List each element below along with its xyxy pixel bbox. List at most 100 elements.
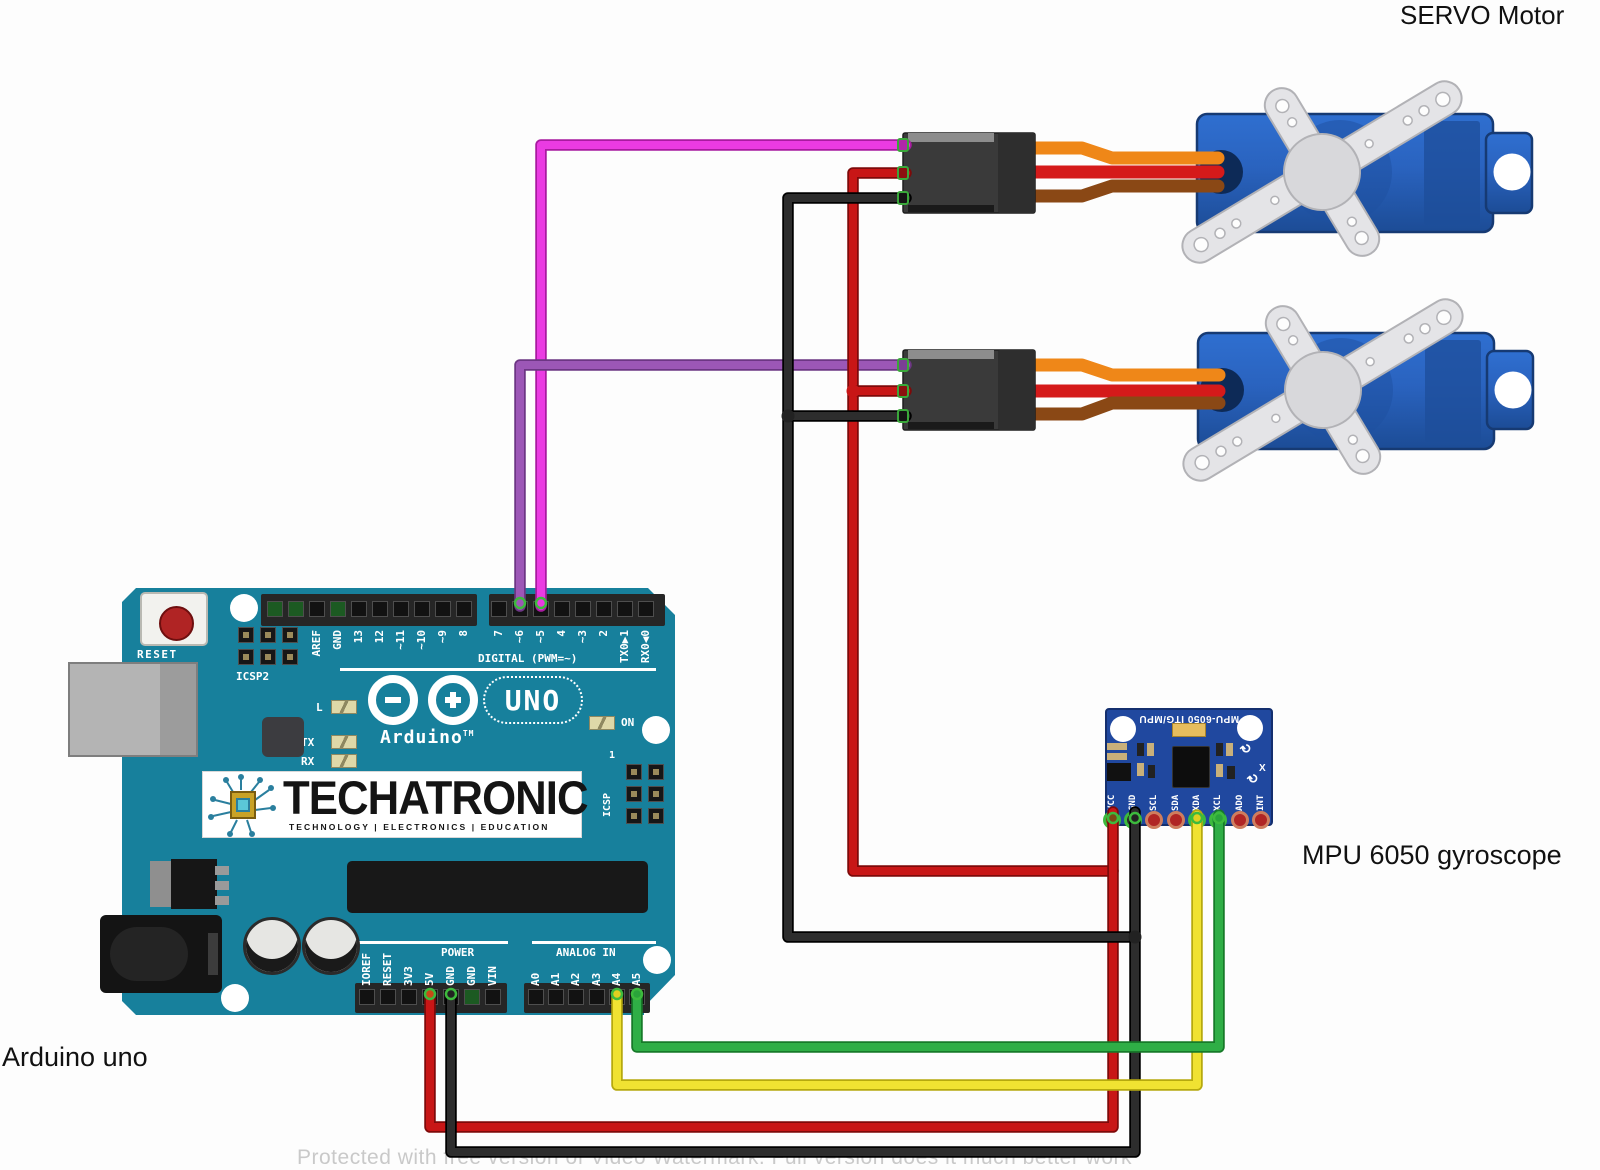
digital-pin — [533, 601, 549, 617]
mpu-pin-label: SDA — [1171, 794, 1181, 811]
analog-caption: ANALOG IN — [556, 946, 616, 959]
servo1-signal-pin5 — [537, 141, 910, 610]
mpu-smd — [1147, 743, 1154, 756]
mpu-pin-hole-ado — [1231, 811, 1249, 829]
digital-pin — [554, 601, 570, 617]
watermark-text: Protected with free version of Video Wat… — [297, 1146, 1132, 1169]
techatronic-subtitle: TECHNOLOGY | ELECTRONICS | EDUCATION — [289, 822, 550, 832]
analog-pin-label: A5 — [630, 972, 643, 986]
digital-pin-label: 2 — [597, 630, 610, 637]
digital-pin — [351, 601, 367, 617]
mounting-hole — [643, 946, 671, 974]
digital-silk-line — [340, 668, 656, 671]
servo2-signal-pin6-outline — [514, 359, 912, 612]
servo-connector-2 — [902, 349, 1036, 431]
mpu-pin-label: XDA — [1192, 794, 1202, 811]
icsp-pin1-label: 1 — [609, 750, 616, 761]
digital-pin — [372, 601, 388, 617]
mpu-pin-hole-int — [1252, 811, 1270, 829]
mounting-hole — [221, 984, 249, 1012]
regulator-tab — [150, 861, 174, 907]
mpu-gyroscope-label: MPU 6050 gyroscope — [1302, 840, 1562, 870]
wire-junction — [1128, 930, 1142, 944]
icsp2-pin — [260, 627, 276, 643]
analog-pin — [528, 989, 544, 1005]
arduino-tm: TM — [462, 729, 475, 738]
led-l — [331, 700, 357, 714]
digital-pin-label: RX0◀0 — [639, 630, 652, 664]
digital-pin-label: 7 — [492, 630, 505, 637]
servo1-ribbon-brown — [1028, 179, 1225, 203]
resonator — [262, 717, 304, 757]
reset-button-cap — [159, 606, 194, 641]
led-l-label: L — [316, 701, 323, 714]
connector-pin-nub — [897, 166, 909, 180]
mpu-pin-label: SCL — [1149, 794, 1159, 811]
digital-pin — [330, 601, 346, 617]
digital-pin-label: 8 — [457, 630, 470, 637]
mpu-smd — [1216, 743, 1223, 756]
digital-pin — [456, 601, 472, 617]
digital-pin-label: TX0▶1 — [618, 630, 631, 664]
mpu-smd — [1227, 766, 1235, 779]
digital-pin — [309, 601, 325, 617]
digital-pin — [596, 601, 612, 617]
digital-pin-label: ~9 — [436, 630, 449, 644]
icsp-pin — [648, 786, 664, 802]
mpu-pin-hole-xcl — [1209, 811, 1227, 829]
digital-pin-label: 12 — [373, 630, 386, 644]
analog-pin-label: A0 — [529, 972, 542, 986]
mpu-smd — [1226, 743, 1233, 756]
servo-ribbon-cables — [1028, 141, 1226, 421]
mounting-hole — [230, 594, 258, 622]
a5-to-xcl-outline — [631, 809, 1225, 1053]
servo1-vcc-outline — [847, 167, 1119, 877]
icsp2-label: ICSP2 — [236, 670, 270, 683]
power-pin-label: GND — [465, 966, 478, 986]
icsp-pin — [626, 808, 642, 824]
servo1-signal-pin5-outline — [535, 139, 912, 612]
mpu-pin-hole-vcc — [1103, 811, 1121, 829]
digital-pin — [267, 601, 283, 617]
servo1-gnd-outline — [782, 192, 1141, 943]
power-jack-contact — [208, 933, 218, 975]
mpu-pin-hole-gnd — [1124, 811, 1142, 829]
capacitor — [243, 917, 301, 975]
servo1-ribbon-orange — [1028, 141, 1225, 165]
power-jack — [100, 915, 222, 993]
led-rx — [331, 754, 357, 768]
digital-pin — [638, 601, 654, 617]
power-pin — [443, 989, 459, 1005]
power-pin — [464, 989, 480, 1005]
mpu-smd — [1216, 764, 1223, 777]
connector-pin-nub — [897, 191, 909, 205]
power-pin-label: 3V3 — [402, 966, 415, 986]
digital-pin — [512, 601, 528, 617]
digital-pin — [288, 601, 304, 617]
techatronic-chip-icon — [208, 774, 276, 837]
digital-caption: DIGITAL (PWM=~) — [478, 652, 578, 665]
mpu-ic-chip — [1172, 746, 1210, 788]
icsp2-pin — [282, 649, 298, 665]
led-tx — [331, 735, 357, 749]
servo-1-horn — [1134, 7, 1510, 337]
usb-connector — [68, 662, 198, 757]
digital-pin — [393, 601, 409, 617]
icsp2-pin — [282, 627, 298, 643]
digital-pin — [491, 601, 507, 617]
arduino-brand-text: ArduinoTM — [380, 727, 475, 748]
analog-pin — [589, 989, 605, 1005]
icsp2-pin — [260, 649, 276, 665]
mpu-mounting-hole — [1110, 716, 1136, 742]
analog-pin-label: A4 — [610, 972, 623, 986]
mpu-smd — [1107, 743, 1127, 750]
connector-pin-nub — [897, 384, 909, 398]
wire-junction — [781, 409, 795, 423]
digital-pin-label: ~3 — [576, 630, 589, 644]
servo-motor-label: SERVO Motor — [1400, 0, 1565, 30]
regulator-leg — [215, 881, 229, 890]
servo-2-horn — [1135, 225, 1511, 555]
digital-pin-label: ~6 — [513, 630, 526, 644]
power-pin — [401, 989, 417, 1005]
